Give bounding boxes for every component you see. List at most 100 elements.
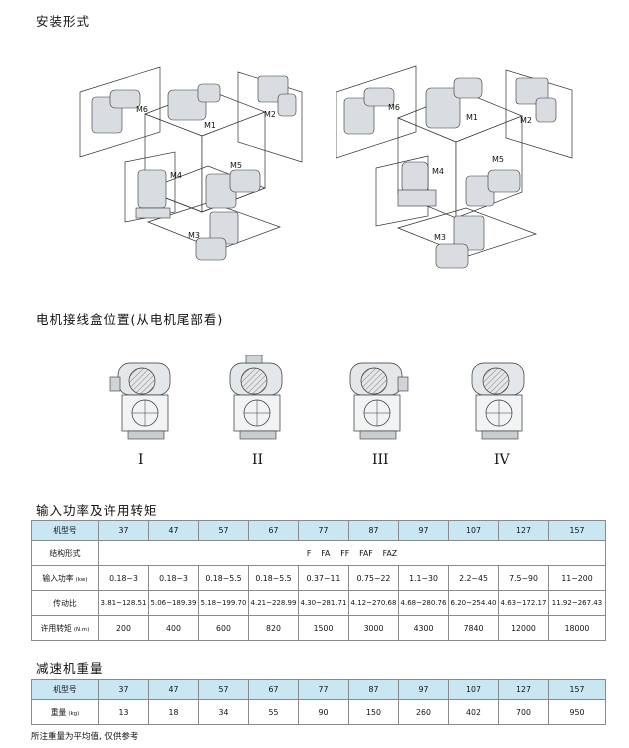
- power-label-cell: 输入功率(kw): [31, 565, 99, 591]
- ratio-cell: 3.81~128.51: [98, 590, 149, 616]
- weight-unit: (kg): [68, 710, 80, 717]
- torque-cell: 600: [198, 615, 249, 641]
- mounting-diagram-right: M1 M2 M3 M4 M5 M6: [336, 65, 573, 269]
- torque-cell: 12000: [498, 615, 549, 641]
- torque-cell: 400: [148, 615, 199, 641]
- weight-cell: 34: [198, 699, 249, 725]
- model-cell: 97: [398, 520, 449, 541]
- weight-cell: 700: [498, 699, 549, 725]
- ratio-cell: 5.06~189.39: [148, 590, 199, 616]
- torque-label: 许用转矩: [40, 623, 72, 633]
- power-cell: 2.2~45: [448, 565, 499, 591]
- model-cell: 127: [498, 679, 549, 700]
- weight-cell: 950: [548, 699, 606, 725]
- model-cell: 97: [398, 679, 449, 700]
- mount-label-m5: M5: [230, 161, 242, 170]
- model-cell: 127: [498, 520, 549, 541]
- table-row: 输入功率(kw) 0.18~3 0.18~3 0.18~5.5 0.18~5.5…: [31, 565, 606, 591]
- mount-label-m4: M4: [432, 167, 444, 176]
- torque-cell: 18000: [548, 615, 606, 641]
- torque-cell: 200: [98, 615, 149, 641]
- model-cell: 77: [298, 520, 349, 541]
- mount-label-m3: M3: [188, 231, 200, 240]
- mount-label-m1: M1: [466, 113, 478, 122]
- table-row: 重量(kg) 13 18 34 55 90 150 260 402 700 95…: [31, 699, 606, 725]
- ratio-cell: 4.63~172.17: [498, 590, 549, 616]
- weight-footnote: 所注重量为平均值, 仅供参考: [31, 732, 139, 742]
- power-cell: 0.18~3: [148, 565, 199, 591]
- torque-cell: 4300: [398, 615, 449, 641]
- weight-cell: 18: [148, 699, 199, 725]
- mount-label-m1: M1: [204, 121, 216, 130]
- weight-cell: 90: [298, 699, 349, 725]
- torque-cell: 3000: [348, 615, 399, 641]
- weight-cell: 13: [98, 699, 149, 725]
- terminal-position-4: IV: [494, 452, 510, 468]
- model-cell: 157: [548, 679, 606, 700]
- model-cell: 67: [248, 679, 299, 700]
- table-row: 结构形式 F FA FF FAF FAZ: [31, 540, 606, 566]
- mount-label-m2: M2: [520, 116, 532, 125]
- model-cell: 87: [348, 679, 399, 700]
- weight-cell: 402: [448, 699, 499, 725]
- model-cell: 57: [198, 679, 249, 700]
- structure-value: F FA FF FAF FAZ: [98, 540, 606, 566]
- gearbox-figure-4: [471, 362, 525, 440]
- power-cell: 11~200: [548, 565, 606, 591]
- terminal-position-2: II: [252, 452, 264, 468]
- ratio-cell: 4.21~228.99: [248, 590, 299, 616]
- terminal-box-figures: [109, 355, 525, 440]
- terminal-position-1: I: [138, 452, 144, 468]
- table-header-row: 机型号 37 47 57 67 77 87 97 107 127 157: [31, 679, 606, 700]
- mount-label-m3: M3: [434, 233, 446, 242]
- power-cell: 0.18~5.5: [248, 565, 299, 591]
- model-cell: 157: [548, 520, 606, 541]
- power-label: 输入功率: [42, 573, 74, 583]
- mounting-diagram-left: M1 M2 M3 M4 M5 M6: [79, 66, 303, 261]
- ratio-cell: 11.92~267.43: [548, 590, 606, 616]
- torque-cell: 7840: [448, 615, 499, 641]
- table-row: 传动比 3.81~128.51 5.06~189.39 5.18~199.70 …: [31, 590, 606, 616]
- model-header-label: 机型号: [31, 679, 99, 700]
- power-unit: (kw): [75, 576, 88, 583]
- mount-label-m2: M2: [264, 110, 276, 119]
- power-cell: 0.18~3: [98, 565, 149, 591]
- model-cell: 87: [348, 520, 399, 541]
- weight-table: 机型号 37 47 57 67 77 87 97 107 127 157 重量(…: [31, 679, 606, 725]
- weight-cell: 260: [398, 699, 449, 725]
- table-row: 许用转矩(N.m) 200 400 600 820 1500 3000 4300…: [31, 615, 606, 641]
- model-cell: 107: [448, 520, 499, 541]
- weight-cell: 55: [248, 699, 299, 725]
- power-cell: 0.37~11: [298, 565, 349, 591]
- mount-label-m4: M4: [170, 171, 182, 180]
- torque-cell: 820: [248, 615, 299, 641]
- mount-label-m6: M6: [136, 105, 148, 114]
- model-cell: 47: [148, 520, 199, 541]
- model-cell: 37: [98, 679, 149, 700]
- power-cell: 0.18~5.5: [198, 565, 249, 591]
- model-cell: 67: [248, 520, 299, 541]
- torque-label-cell: 许用转矩(N.m): [31, 615, 99, 641]
- power-cell: 7.5~90: [498, 565, 549, 591]
- mount-label-m5: M5: [492, 155, 504, 164]
- model-header-label: 机型号: [31, 520, 99, 541]
- table-header-row: 机型号 37 47 57 67 77 87 97 107 127 157: [31, 520, 606, 541]
- model-cell: 107: [448, 679, 499, 700]
- ratio-label: 传动比: [31, 590, 99, 616]
- weight-label-cell: 重量(kg): [31, 699, 99, 725]
- mounting-section-title: 安装形式: [36, 14, 91, 29]
- terminal-position-3: III: [372, 452, 389, 468]
- ratio-cell: 4.30~281.71: [298, 590, 349, 616]
- ratio-cell: 6.20~254.40: [448, 590, 499, 616]
- ratio-cell: 5.18~199.70: [198, 590, 249, 616]
- weight-section-title: 减速机重量: [36, 661, 104, 676]
- mount-label-m6: M6: [388, 103, 400, 112]
- model-cell: 57: [198, 520, 249, 541]
- ratio-cell: 4.12~270.68: [348, 590, 399, 616]
- terminal-box-section-title: 电机接线盒位置(从电机尾部看): [36, 312, 224, 327]
- gearbox-figure-1: [109, 362, 171, 440]
- model-cell: 47: [148, 679, 199, 700]
- torque-unit: (N.m): [73, 626, 90, 633]
- power-torque-table: 机型号 37 47 57 67 77 87 97 107 127 157 结构形…: [31, 520, 606, 641]
- power-cell: 1.1~30: [398, 565, 449, 591]
